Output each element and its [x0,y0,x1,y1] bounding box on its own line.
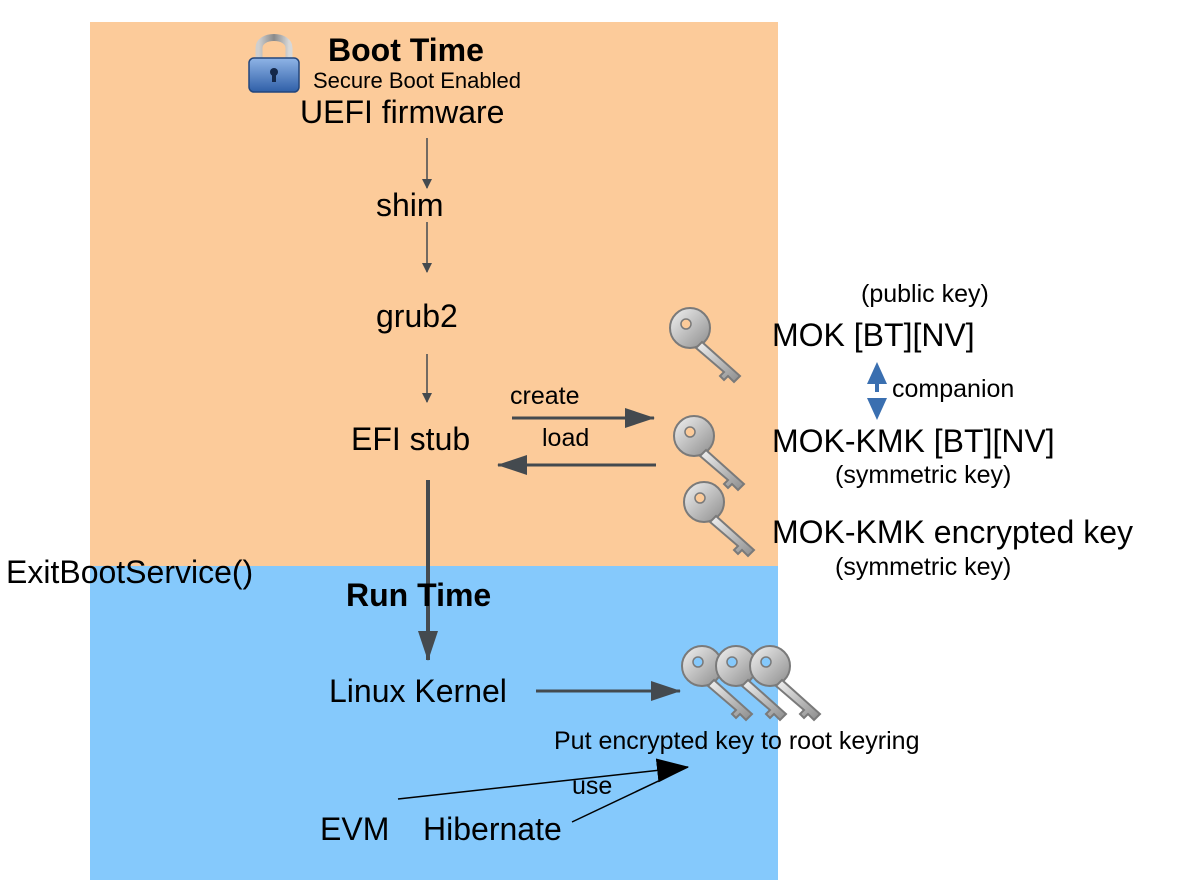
keyring-icon [681,645,822,722]
mok-kmk-label: MOK-KMK [BT][NV] [772,423,1055,459]
node-efi-stub: EFI stub [351,421,471,457]
run-time-title: Run Time [346,577,492,613]
mok-kmk-encrypted-note: (symmetric key) [835,553,1012,581]
key-icon [683,481,756,558]
lock-icon [248,34,300,93]
node-evm: EVM [320,811,390,847]
arrow-evm-use [397,758,689,800]
label-load: load [542,424,590,452]
key-icon [673,415,746,492]
node-uefi-firmware: UEFI firmware [300,94,505,130]
node-hibernate: Hibernate [423,811,562,847]
secure-boot-subtitle: Secure Boot Enabled [313,68,521,93]
mok-kmk-note: (symmetric key) [835,461,1012,489]
node-shim: shim [376,187,444,223]
mok-kmk-encrypted-label: MOK-KMK encrypted key [772,514,1133,550]
boot-time-panel [90,22,778,566]
label-create: create [510,382,580,410]
arrow-hibernate-use [571,766,689,823]
key-icon [669,307,742,384]
companion-double-arrow [867,362,887,420]
exit-boot-service-label: ExitBootService() [6,554,254,590]
run-time-panel [90,566,778,880]
keyring-caption: Put encrypted key to root keyring [554,727,920,755]
mok-label: MOK [BT][NV] [772,317,975,353]
label-use: use [572,772,613,800]
node-grub2: grub2 [376,298,458,334]
boot-time-title: Boot Time [328,32,484,68]
companion-label: companion [892,375,1015,403]
mok-note: (public key) [861,280,989,308]
node-linux-kernel: Linux Kernel [329,673,507,709]
